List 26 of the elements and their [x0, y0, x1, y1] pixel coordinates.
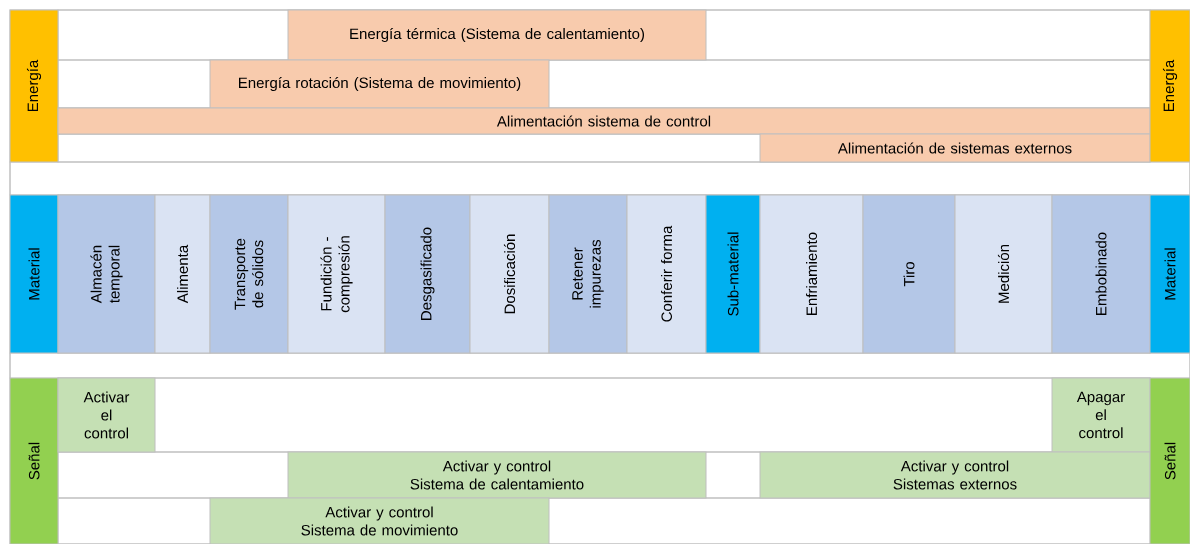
- process-cell: Fundición - compresión: [287, 194, 386, 354]
- row-header: Señal: [1149, 377, 1190, 544]
- signal-box: Activar el control: [57, 377, 156, 453]
- signal-box: Activar y control Sistema de calentamiento: [287, 451, 707, 499]
- process-cell: Enfriamiento: [759, 194, 864, 354]
- process-cell: Sub-material: [705, 194, 761, 354]
- row-header: Material: [1149, 194, 1190, 354]
- process-cell: Embobinado: [1051, 194, 1151, 354]
- process-cell: Conferir forma: [626, 194, 707, 354]
- process-cell: Transporte de sólidos: [209, 194, 289, 354]
- row-header: Señal: [9, 377, 59, 544]
- process-cell: Desgasificado: [384, 194, 471, 354]
- process-cell: Almacén temporal: [57, 194, 156, 354]
- process-cell: Medición: [954, 194, 1053, 354]
- row-header: Material: [9, 194, 59, 354]
- signal-box: Apagar el control: [1051, 377, 1151, 453]
- process-cell: Alimenta: [154, 194, 211, 354]
- energy-bar: Alimentación de sistemas externos: [759, 133, 1151, 163]
- process-cell: Dosificación: [469, 194, 550, 354]
- row-header: Energía: [1149, 9, 1190, 163]
- process-cell: Tiro: [862, 194, 956, 354]
- energy-bar: Energía rotación (Sistema de movimiento): [209, 59, 550, 109]
- energy-bar: Energía térmica (Sistema de calentamiento): [287, 9, 707, 61]
- row-header: Energía: [9, 9, 59, 163]
- signal-box: Activar y control Sistema de movimiento: [209, 497, 550, 544]
- process-cell: Retener impurezas: [548, 194, 628, 354]
